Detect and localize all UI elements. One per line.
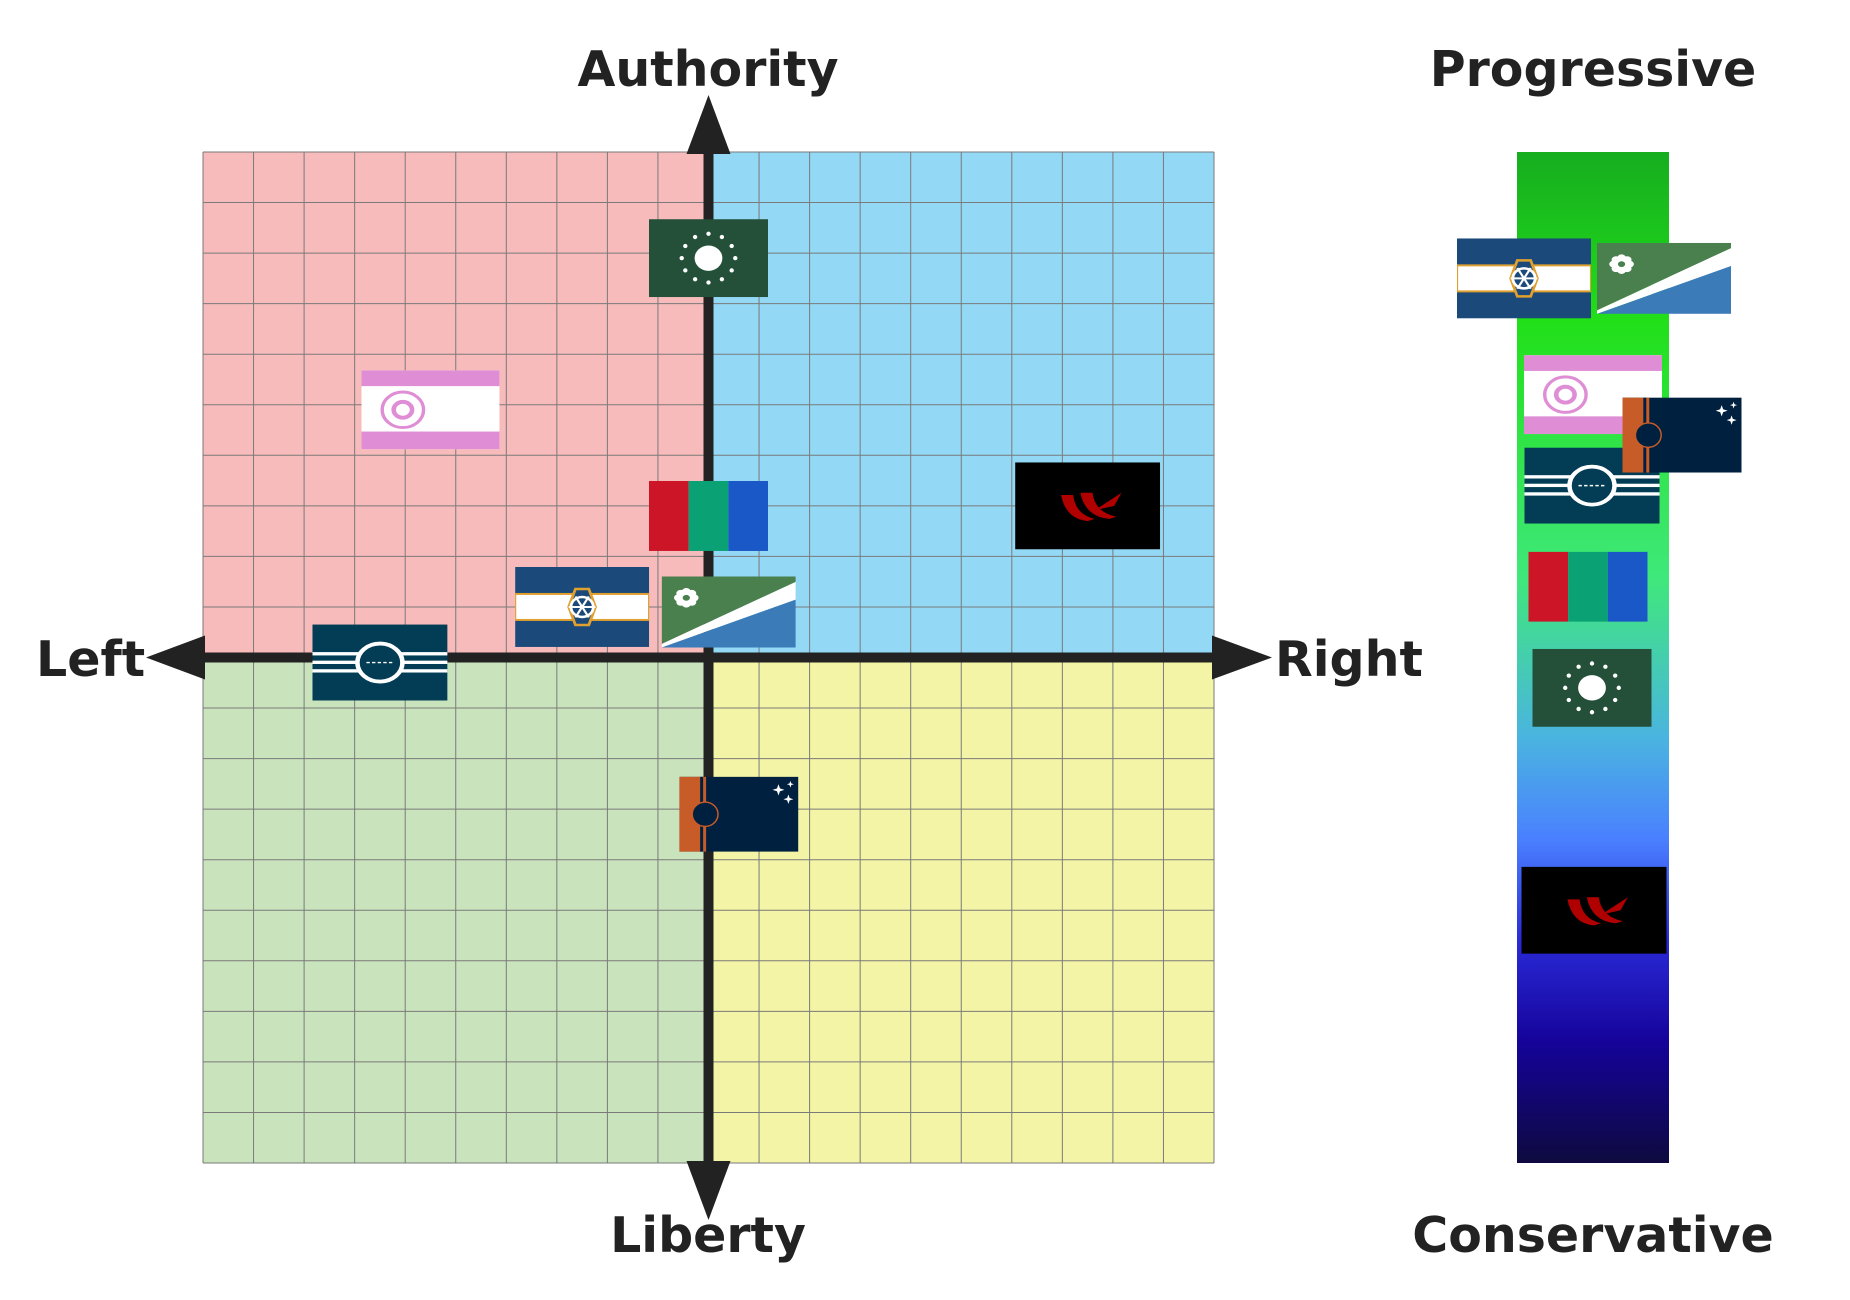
- star-icon: [719, 277, 725, 282]
- compass-blue-hexagon-wheel-flag: [515, 566, 650, 647]
- arrow-up: [686, 95, 731, 154]
- arrow-right: [1212, 635, 1272, 680]
- swoosh-icon: [1061, 494, 1095, 522]
- star-icon: [729, 268, 734, 273]
- star-icon: [683, 268, 688, 273]
- star-icon: [1589, 661, 1595, 666]
- arrow-down: [686, 1161, 731, 1220]
- star-icon: [1616, 685, 1621, 690]
- scale-blue-hexagon-wheel-flag: [1457, 238, 1591, 319]
- scale-red-green-blue-tricolor-flag: [1528, 551, 1648, 622]
- planet-icon: [691, 801, 719, 828]
- arrow-left: [146, 635, 205, 680]
- star-icon: [692, 277, 698, 282]
- star-icon: [772, 784, 785, 796]
- star-icon: [683, 243, 688, 249]
- scale-black-red-emblem-flag: [1521, 866, 1667, 954]
- star-icon: [1566, 673, 1571, 678]
- star-icon: [1576, 664, 1581, 669]
- scale-green-star-flag: [1532, 648, 1652, 727]
- star-icon: [1729, 401, 1738, 409]
- star-icon: [679, 256, 684, 261]
- star-icon: [1566, 697, 1571, 703]
- star-icon: [729, 243, 734, 249]
- star-icon: [719, 234, 725, 240]
- star-icon: [1589, 710, 1595, 715]
- planet-icon: [1634, 422, 1662, 448]
- star-icon: [1613, 697, 1618, 703]
- compass-orange-navy-stars-flag: [679, 776, 799, 852]
- flag-markers: [312, 219, 1742, 954]
- compass-green-blue-diagonal-flag: [661, 576, 796, 648]
- star-icon: [786, 780, 794, 788]
- scale-label-progressive: Progressive: [1430, 41, 1757, 98]
- compass-green-star-flag: [649, 219, 768, 298]
- star-icon: [1576, 706, 1581, 712]
- axes: [146, 95, 1272, 1220]
- star-icon: [783, 794, 794, 804]
- star-icon: [1603, 664, 1608, 669]
- star-icon: [1726, 415, 1737, 425]
- axis-label-authority: Authority: [577, 41, 838, 98]
- star-icon: [733, 256, 738, 261]
- axis-label-liberty: Liberty: [610, 1207, 806, 1264]
- star-icon: [692, 234, 698, 240]
- emblem-icon: [380, 390, 426, 430]
- star-icon: [706, 280, 711, 285]
- swoosh-icon: [1567, 899, 1602, 926]
- star-icon: [1603, 706, 1608, 712]
- compass-teal-ring-stripes-flag: [312, 624, 448, 701]
- star-icon: [1613, 673, 1618, 678]
- scale-orange-navy-stars-flag: [1622, 397, 1742, 473]
- scale-label-conservative: Conservative: [1412, 1207, 1773, 1264]
- compass-black-red-emblem-flag: [1015, 462, 1161, 550]
- compass-red-green-blue-tricolor-flag: [649, 480, 768, 551]
- emblem-icon: [1542, 375, 1588, 414]
- star-icon: [706, 231, 711, 236]
- scale-green-blue-diagonal-flag: [1597, 242, 1731, 314]
- star-icon: [1563, 685, 1568, 690]
- axis-label-right: Right: [1275, 631, 1423, 688]
- axis-label-left: Left: [36, 631, 145, 688]
- compass-pink-white-flag: [361, 370, 500, 450]
- star-icon: [1715, 405, 1728, 417]
